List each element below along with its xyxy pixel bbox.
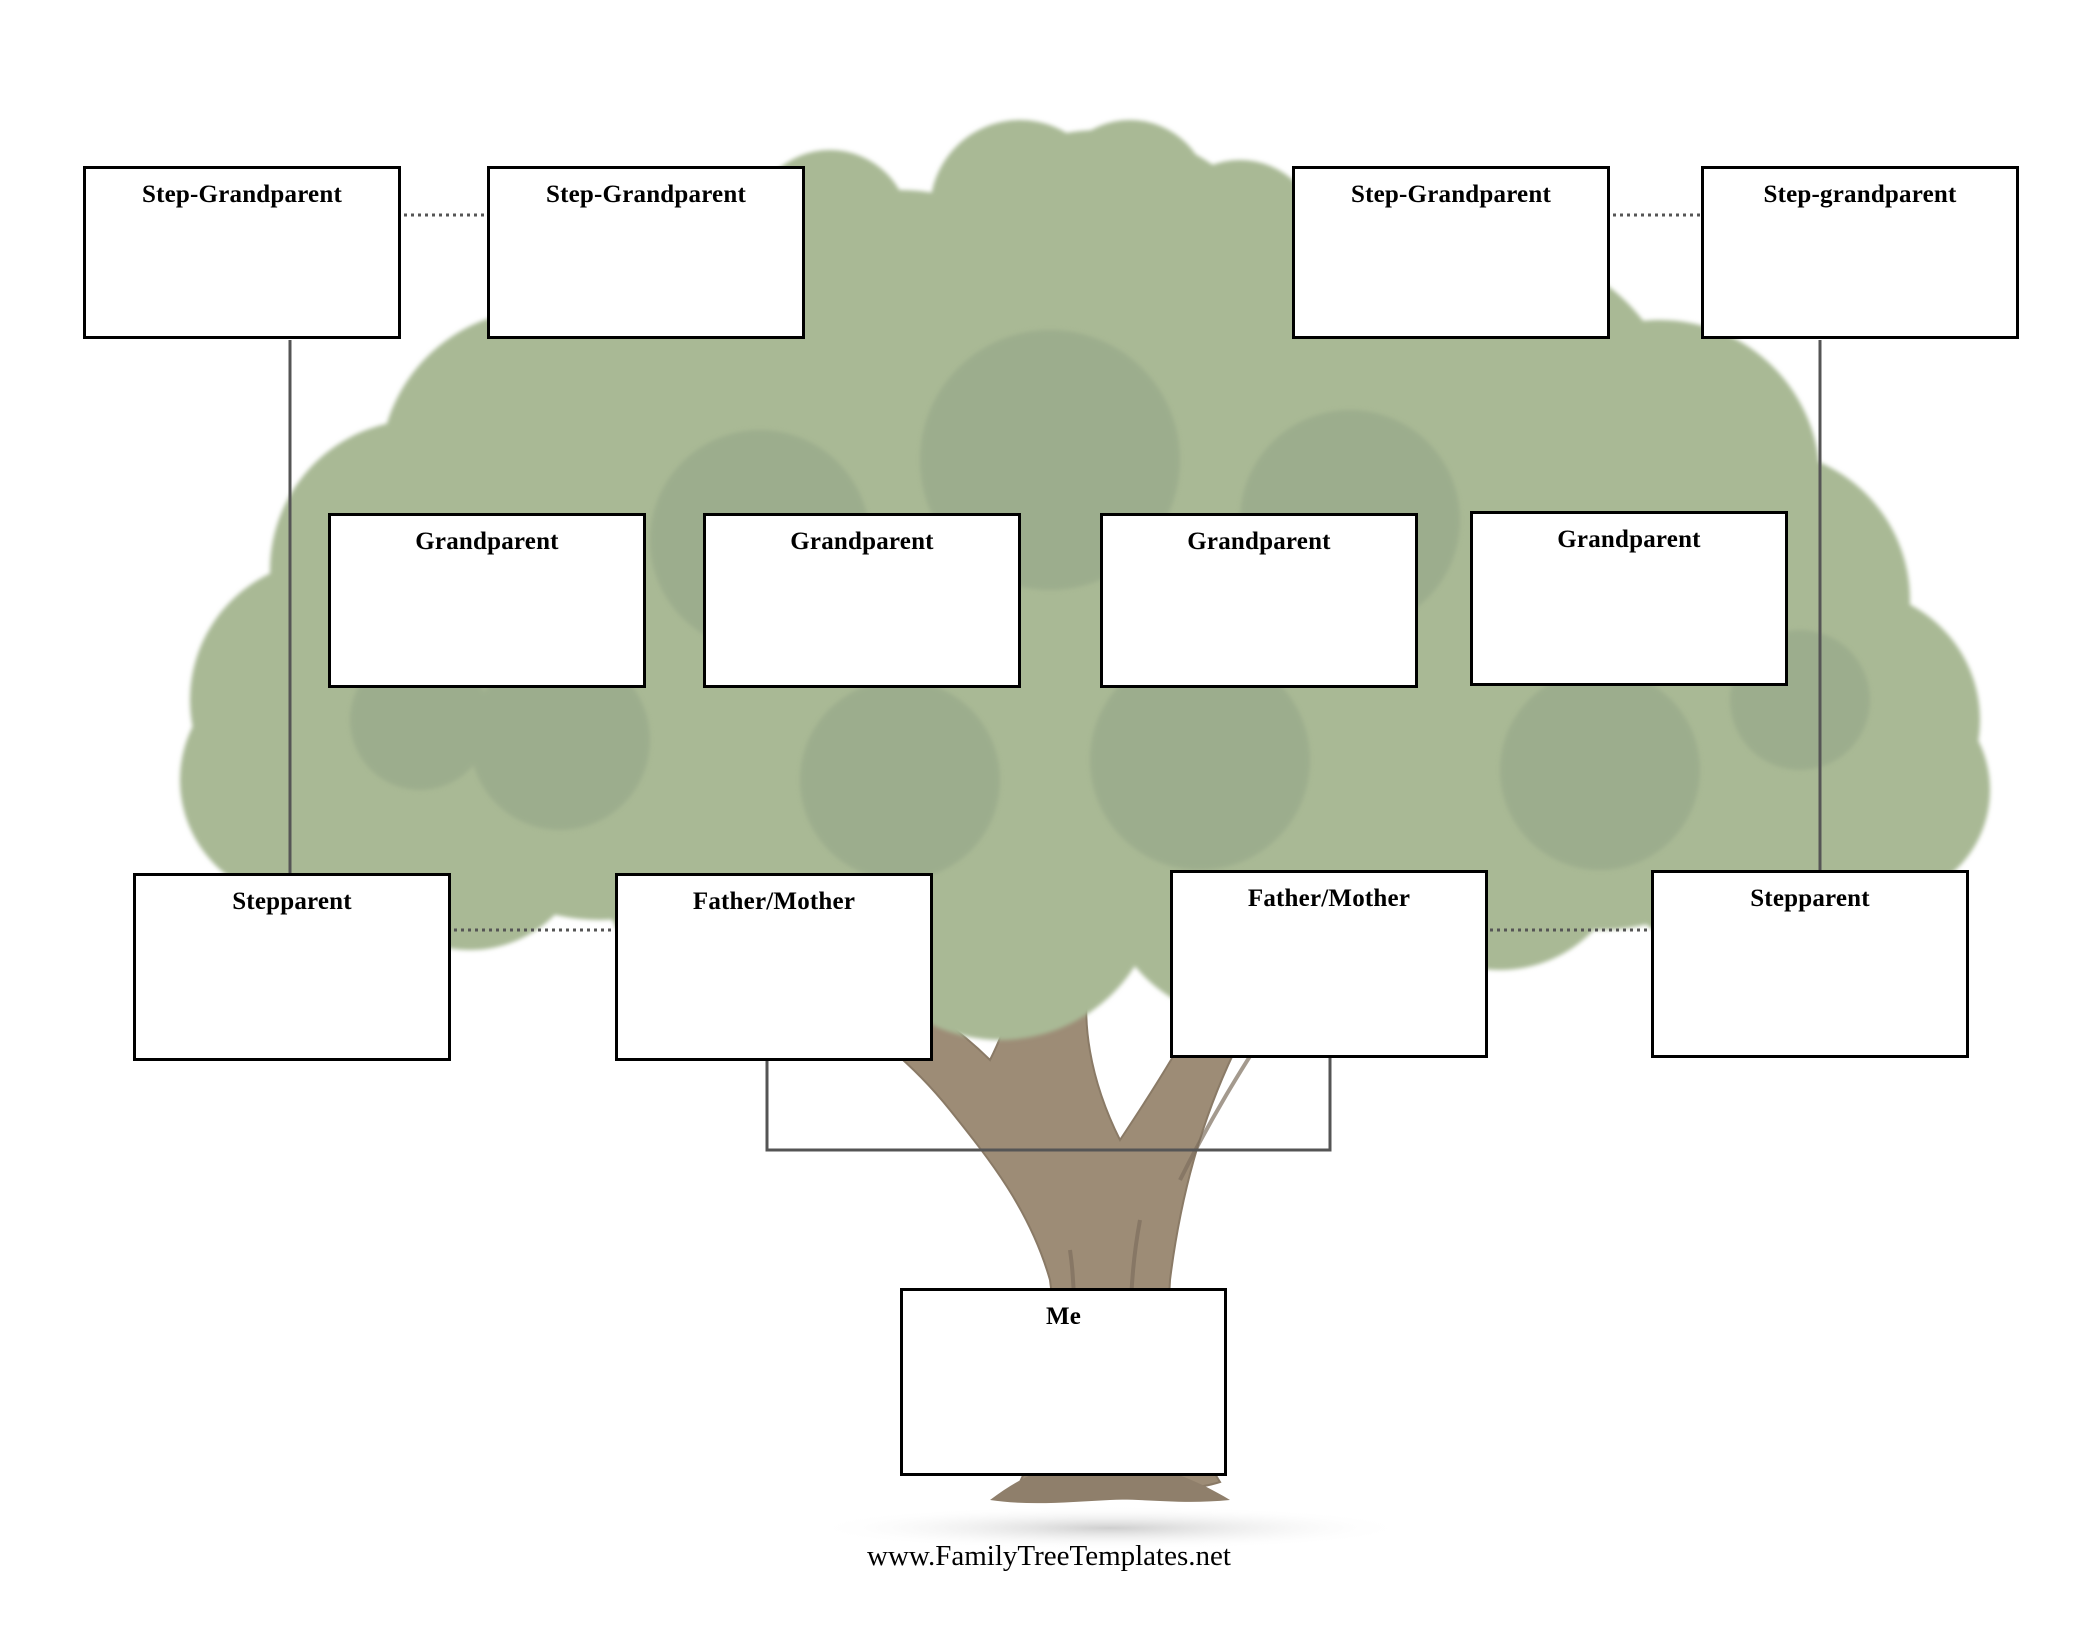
grandparent-box-2[interactable]: Grandparent: [703, 513, 1021, 688]
stepparent-box-1[interactable]: Stepparent: [133, 873, 451, 1061]
step-grandparent-box-1[interactable]: Step-Grandparent: [83, 166, 401, 339]
father-mother-box-1[interactable]: Father/Mother: [615, 873, 933, 1061]
grandparent-label-3: Grandparent: [1187, 528, 1331, 555]
step-grandparent-box-4[interactable]: Step-grandparent: [1701, 166, 2019, 339]
ground-shadow: [810, 1506, 1410, 1550]
stepparent-box-2[interactable]: Stepparent: [1651, 870, 1969, 1058]
spouse-dotted-lines: [404, 213, 1701, 932]
connector-lines: [288, 340, 1822, 1152]
father-mother-box-2[interactable]: Father/Mother: [1170, 870, 1488, 1058]
step-grandparent-label-2: Step-Grandparent: [546, 181, 746, 208]
grandparent-box-1[interactable]: Grandparent: [328, 513, 646, 688]
stepparent-label-1: Stepparent: [232, 888, 352, 915]
me-box[interactable]: Me: [900, 1288, 1227, 1476]
step-grandparent-box-2[interactable]: Step-Grandparent: [487, 166, 805, 339]
grandparent-label-2: Grandparent: [790, 528, 934, 555]
step-grandparent-label-4: Step-grandparent: [1763, 181, 1957, 208]
grandparent-label-1: Grandparent: [415, 528, 559, 555]
me-label: Me: [1045, 1303, 1082, 1330]
step-grandparent-label-3: Step-Grandparent: [1351, 181, 1551, 208]
grandparent-box-3[interactable]: Grandparent: [1100, 513, 1418, 688]
grandparent-box-4[interactable]: Grandparent: [1470, 511, 1788, 686]
stepparent-label-2: Stepparent: [1750, 885, 1870, 912]
father-mother-label-2: Father/Mother: [1247, 885, 1411, 912]
step-grandparent-box-3[interactable]: Step-Grandparent: [1292, 166, 1610, 339]
step-grandparent-label-1: Step-Grandparent: [142, 181, 342, 208]
father-mother-label-1: Father/Mother: [692, 888, 856, 915]
connector-parents-bracket: [765, 1055, 1332, 1152]
grandparent-label-4: Grandparent: [1557, 526, 1701, 553]
footer-url: www.FamilyTreeTemplates.net: [867, 1540, 1231, 1572]
